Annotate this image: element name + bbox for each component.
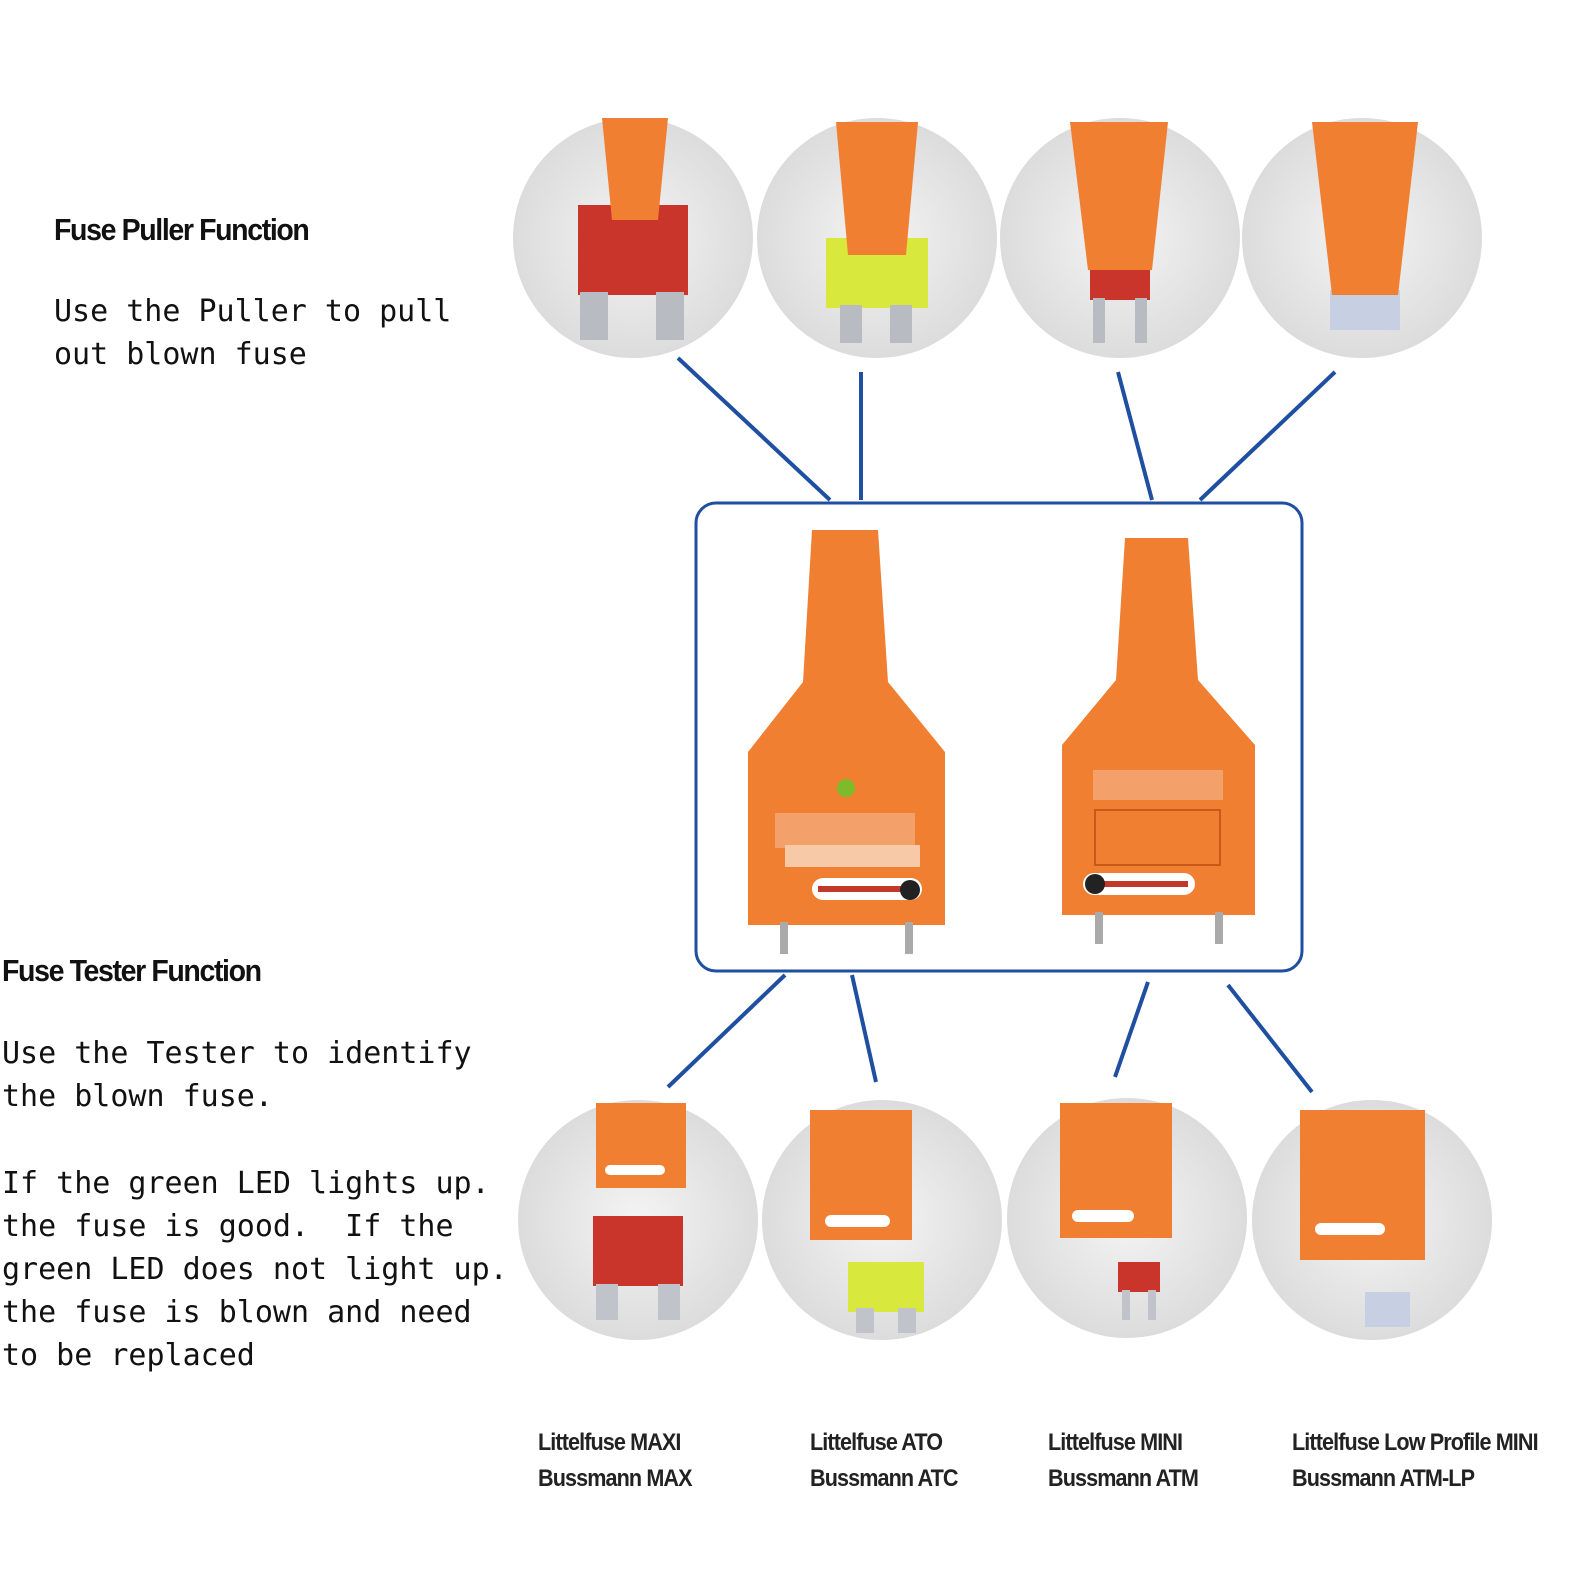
tester-desc-line4: the fuse is good. If the <box>2 1209 454 1244</box>
led-indicator <box>837 779 855 797</box>
fuse-type-ato-line2: Bussmann ATC <box>810 1465 959 1492</box>
puller-desc-line2: out blown fuse <box>54 337 307 372</box>
fuse-type-mini-line1: Littelfuse MINI <box>1048 1429 1183 1456</box>
fuse-type-lowprofile-label: Littelfuse Low Profile MINI Bussmann ATM… <box>1292 1425 1539 1497</box>
fuse-type-lowprofile-line1: Littelfuse Low Profile MINI <box>1292 1429 1539 1456</box>
fuse-type-ato-line1: Littelfuse ATO <box>810 1429 943 1456</box>
tester-tool-right <box>1062 538 1255 944</box>
tester-mini-image <box>1007 1098 1247 1338</box>
fuse-type-maxi-line2: Bussmann MAX <box>538 1465 693 1492</box>
tester-desc-line6: the fuse is blown and need <box>2 1295 472 1330</box>
puller-desc-line1: Use the Puller to pull <box>54 294 452 329</box>
tester-desc-line3: If the green LED lights up. <box>2 1166 490 1201</box>
fuse-type-lowprofile-line2: Bussmann ATM-LP <box>1292 1465 1475 1492</box>
tester-desc-line5: green LED does not light up. <box>2 1252 508 1287</box>
fuse-type-ato-label: Littelfuse ATO Bussmann ATC <box>810 1425 959 1497</box>
tester-desc-line1: Use the Tester to identify <box>2 1036 472 1071</box>
tester-tool-left <box>748 530 945 954</box>
tester-maxi-image <box>518 1100 758 1340</box>
fuse-type-maxi-line1: Littelfuse MAXI <box>538 1429 681 1456</box>
puller-mini-image <box>1000 118 1240 358</box>
connector-lines <box>666 356 1337 1094</box>
puller-maxi-image <box>513 118 753 358</box>
puller-heading: Fuse Puller Function <box>54 212 310 247</box>
tester-desc-line2: the blown fuse. <box>2 1079 273 1114</box>
puller-ato-image <box>757 118 997 358</box>
fuse-type-mini-line2: Bussmann ATM <box>1048 1465 1199 1492</box>
puller-lowprofile-image <box>1242 118 1482 358</box>
tester-lowprofile-image <box>1252 1100 1492 1340</box>
tester-desc-line7: to be replaced <box>2 1338 255 1373</box>
fuse-type-mini-label: Littelfuse MINI Bussmann ATM <box>1048 1425 1199 1497</box>
fuse-type-maxi-label: Littelfuse MAXI Bussmann MAX <box>538 1425 693 1497</box>
tester-heading: Fuse Tester Function <box>2 953 262 988</box>
tool-frame <box>694 501 1304 973</box>
tester-ato-image <box>762 1100 1002 1340</box>
